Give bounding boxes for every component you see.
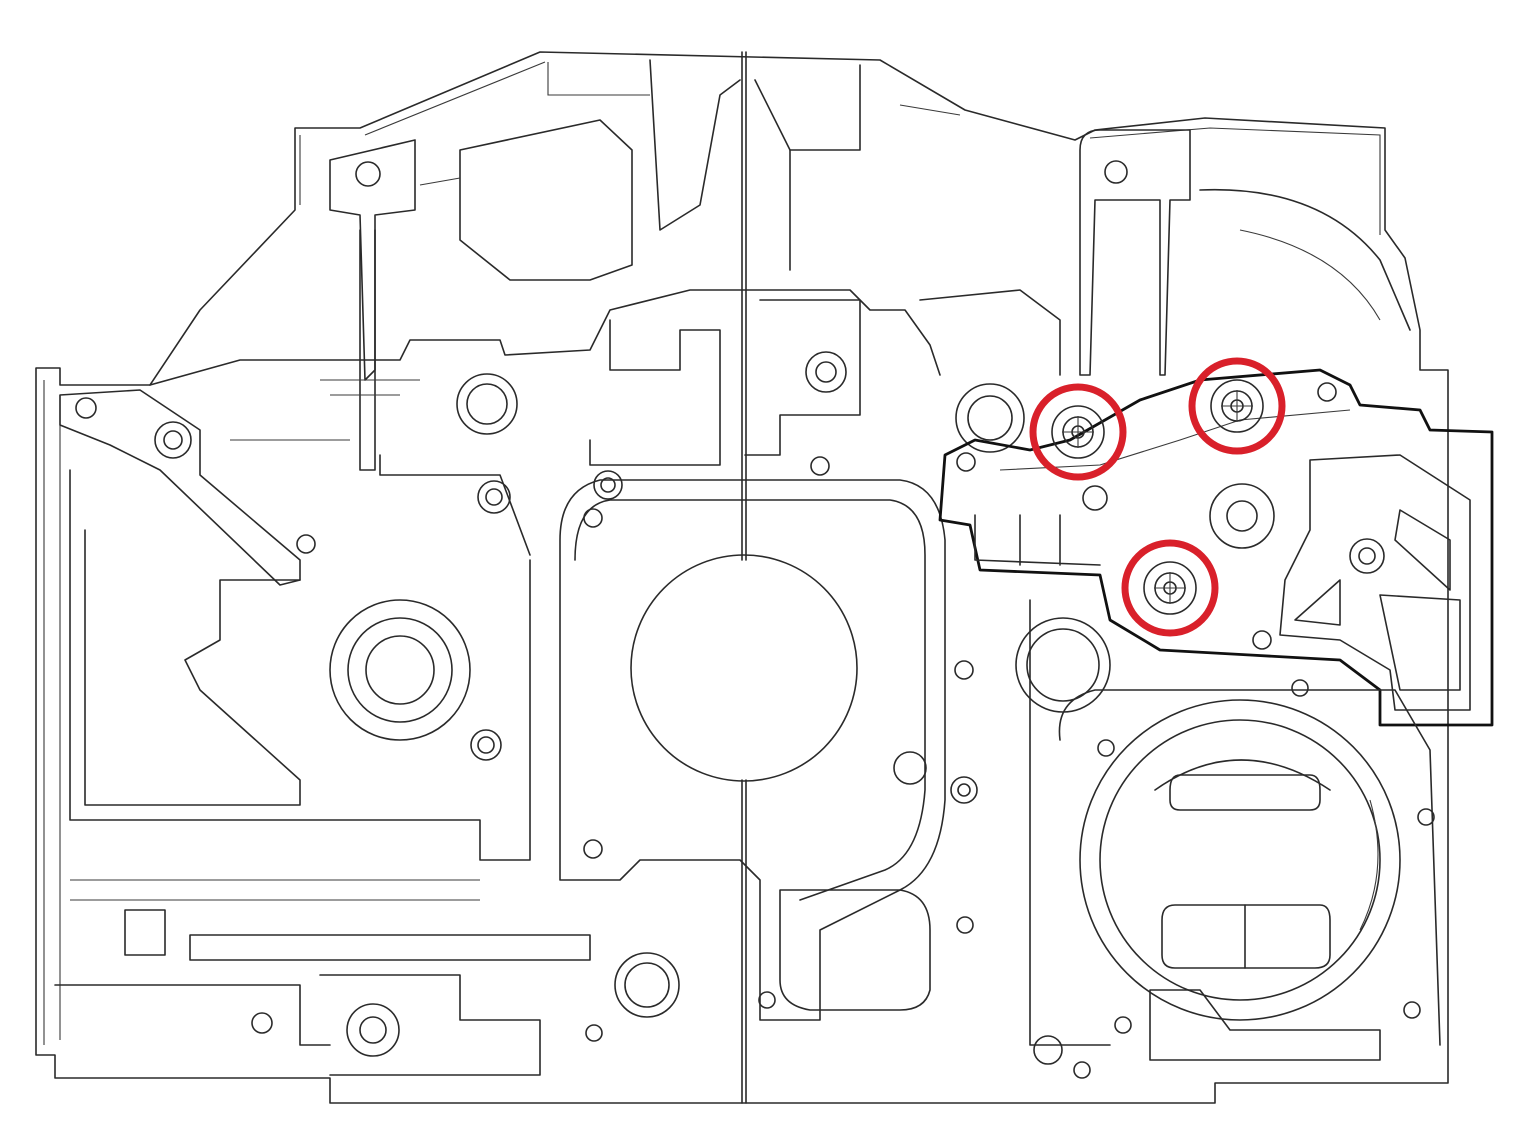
small-bolt-hole xyxy=(810,456,830,476)
small-bolt-hole xyxy=(1291,679,1309,697)
dowel-hole xyxy=(624,962,670,1008)
small-bolt-hole xyxy=(1073,1061,1091,1079)
bolt-boss xyxy=(593,470,623,500)
small-bolt-hole xyxy=(1317,382,1337,402)
dowel-hole xyxy=(466,383,508,425)
bolt-hole xyxy=(359,1016,387,1044)
boss-ring xyxy=(347,617,453,723)
small-bolt-hole xyxy=(1403,1001,1421,1019)
dowel-boss xyxy=(456,373,518,435)
block-outline xyxy=(35,51,1449,1104)
oil-plug xyxy=(893,751,927,785)
highlight-ring xyxy=(1188,357,1286,455)
bolt-boss xyxy=(1349,538,1385,574)
small-bolt-hole xyxy=(1252,630,1272,650)
small-bolt-hole xyxy=(585,1024,603,1042)
center-cover xyxy=(559,456,978,1042)
upper-left-structure xyxy=(329,59,961,471)
left-lower-section xyxy=(69,454,591,961)
small-bolt-hole xyxy=(1082,485,1108,511)
upper-right-structure xyxy=(919,129,1411,376)
small-bolt-hole xyxy=(583,508,603,528)
small-bolt-hole xyxy=(296,534,316,554)
right-bracket xyxy=(938,368,1494,727)
boss-bore xyxy=(365,635,435,705)
highlight-ring xyxy=(1029,383,1127,481)
crankshaft-bore xyxy=(630,554,858,782)
highlight-ring xyxy=(1121,539,1219,637)
bolt-boss xyxy=(805,351,847,393)
bolt-hole xyxy=(815,361,837,383)
small-bolt-hole xyxy=(956,452,976,472)
center-split-line xyxy=(741,51,747,1104)
bolt-hole xyxy=(163,430,183,450)
bolt-hole xyxy=(485,488,503,506)
pump-bore xyxy=(1226,500,1258,532)
boss-ring xyxy=(329,599,471,741)
bolt-boss xyxy=(1033,1035,1063,1065)
small-bolt-hole xyxy=(583,839,603,859)
small-bolt-hole xyxy=(251,1012,273,1034)
bolt-lower xyxy=(1121,539,1219,637)
bolt-boss xyxy=(950,776,978,804)
small-bolt-hole xyxy=(1097,739,1115,757)
dowel-boss xyxy=(614,952,680,1018)
bolt-boss xyxy=(477,480,511,514)
left-tensioner-arm xyxy=(59,389,316,586)
bolt-hole xyxy=(957,783,971,797)
dowel-hole xyxy=(967,395,1013,441)
bottom-left-section xyxy=(54,952,680,1076)
upper-deck xyxy=(149,289,1025,466)
bolt-boss xyxy=(470,729,502,761)
dowel-boss xyxy=(955,383,1025,453)
small-bolt-hole xyxy=(1114,1016,1132,1034)
bolt-hole xyxy=(600,477,616,493)
seal-ring xyxy=(1079,699,1401,1021)
small-bolt-hole xyxy=(758,991,776,1009)
highlighted-bolts xyxy=(1029,357,1286,637)
small-bolt-hole xyxy=(1104,160,1128,184)
bolt-hole xyxy=(1358,547,1376,565)
small-bolt-hole xyxy=(956,916,974,934)
seal-ring xyxy=(1099,719,1381,1001)
bolt-upper-left xyxy=(1029,383,1127,481)
bolt-hole xyxy=(477,736,495,754)
dowel-hole xyxy=(1026,628,1100,702)
pump-boss xyxy=(1209,483,1275,549)
small-bolt-hole xyxy=(75,397,97,419)
small-bolt-hole xyxy=(954,660,974,680)
bolt-boss xyxy=(154,421,192,459)
bolt-upper-right xyxy=(1188,357,1286,455)
bolt-boss xyxy=(346,1003,400,1057)
small-bolt-hole xyxy=(355,161,381,187)
small-bolt-hole xyxy=(1417,808,1435,826)
right-lower-section xyxy=(1015,599,1441,1079)
